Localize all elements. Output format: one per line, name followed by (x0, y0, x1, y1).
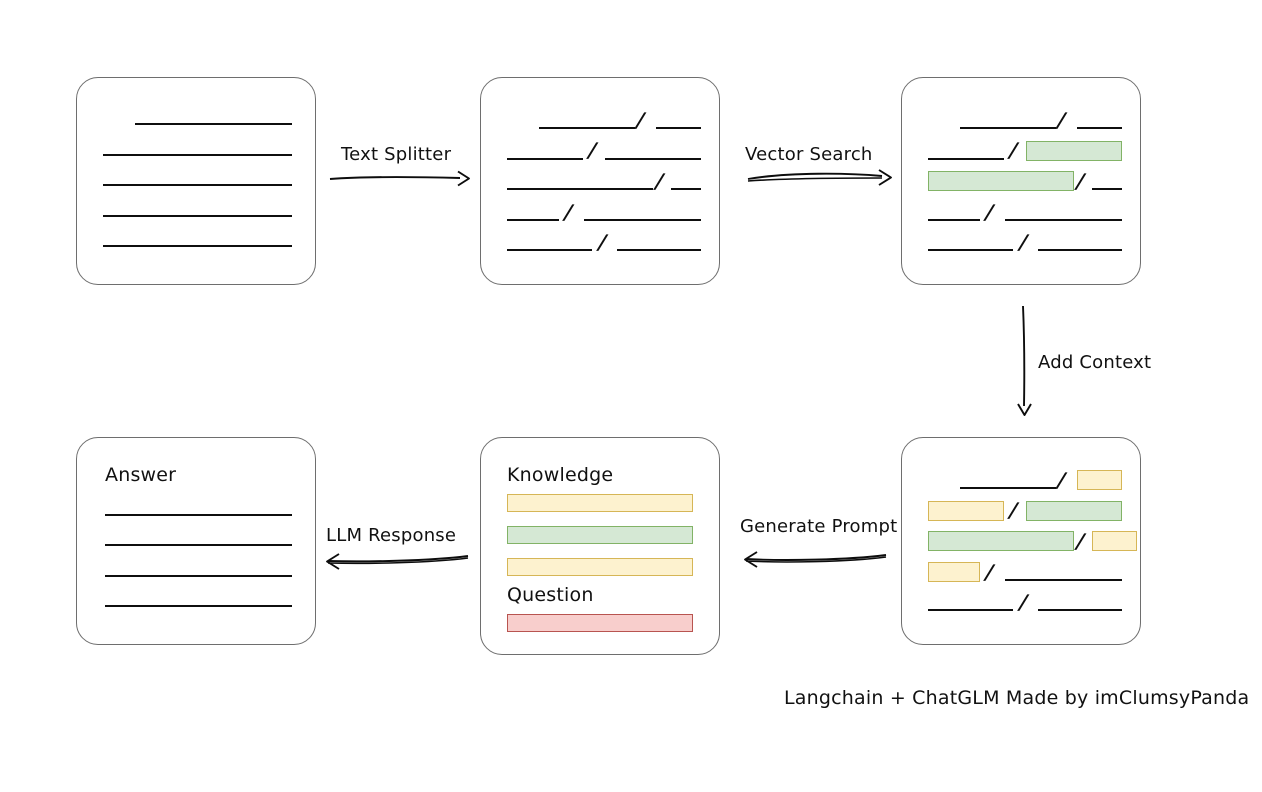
chunk-line (539, 127, 635, 129)
answer-line (105, 605, 292, 607)
edge-label-llm-response: LLM Response (326, 525, 457, 546)
edge-label-text-splitter: Text Splitter (341, 144, 452, 165)
prompt-knowledge-label: Knowledge (507, 464, 614, 486)
chunk-line (671, 188, 701, 190)
node-prompt[interactable]: Knowledge Question (480, 437, 720, 655)
chunk-line (928, 249, 1013, 251)
answer-line (105, 544, 292, 546)
chunk-separator: / (654, 169, 665, 193)
edge-arrow-add-context (1017, 305, 1032, 416)
node-split-document[interactable]: / / / / / / (480, 77, 720, 285)
edge-label-generate-prompt: Generate Prompt (740, 516, 898, 537)
chunk-line (1092, 188, 1122, 190)
matched-chunk-green (928, 171, 1074, 191)
edge-arrow-vector-search (747, 169, 892, 186)
context-chunk-yellow (928, 501, 1004, 521)
document-line (135, 123, 292, 125)
chunk-line (507, 219, 559, 221)
node-vector-matched-document[interactable]: / / / / / (901, 77, 1141, 285)
answer-label: Answer (105, 464, 177, 486)
node-context-document[interactable]: / / / / / (901, 437, 1141, 645)
chunk-separator: / (1018, 230, 1029, 254)
chunk-separator: / (1008, 138, 1019, 162)
chunk-line (928, 219, 980, 221)
node-answer[interactable]: Answer (76, 437, 316, 645)
chunk-line (928, 158, 1004, 160)
prompt-body: Knowledge Question (481, 438, 719, 654)
context-chunk-yellow (1092, 531, 1137, 551)
chunk-line (1038, 249, 1122, 251)
chunk-separator: / (563, 200, 574, 224)
chunk-line (1005, 579, 1122, 581)
chunk-line (507, 249, 592, 251)
knowledge-bar-yellow (507, 494, 693, 512)
chunk-line (1038, 609, 1122, 611)
knowledge-bar-yellow (507, 558, 693, 576)
context-chunk-green (1026, 501, 1122, 521)
vector-matched-body: / / / / / (902, 78, 1140, 284)
edge-arrow-generate-prompt (744, 551, 887, 568)
chunk-separator: / (635, 108, 646, 132)
document-line (103, 245, 292, 247)
edge-label-vector-search: Vector Search (745, 144, 873, 165)
chunk-separator: / (1075, 169, 1086, 193)
source-document-body (77, 78, 315, 284)
document-line (103, 154, 292, 156)
split-document-body: / / / / / / (481, 78, 719, 284)
chunk-line (1077, 127, 1122, 129)
chunk-separator: / (1056, 108, 1067, 132)
prompt-question-label: Question (507, 584, 594, 606)
chunk-line (1005, 219, 1122, 221)
chunk-line (605, 158, 701, 160)
chunk-line (928, 609, 1013, 611)
context-chunk-yellow (928, 562, 980, 582)
chunk-separator: / (1056, 468, 1067, 492)
chunk-line (960, 127, 1056, 129)
chunk-separator: / (1008, 498, 1019, 522)
chunk-separator: / (597, 230, 608, 254)
question-bar-red (507, 614, 693, 632)
chunk-line (507, 158, 583, 160)
edge-label-add-context: Add Context (1038, 352, 1152, 373)
chunk-separator: / (587, 138, 598, 162)
node-source-document[interactable] (76, 77, 316, 285)
edge-arrow-llm-response (326, 553, 469, 570)
chunk-line (960, 487, 1056, 489)
chunk-line (584, 219, 701, 221)
diagram-caption: Langchain + ChatGLM Made by imClumsyPand… (784, 687, 1250, 709)
edge-arrow-text-splitter (329, 170, 470, 187)
context-chunk-yellow (1077, 470, 1122, 490)
chunk-separator: / (984, 200, 995, 224)
knowledge-bar-green (507, 526, 693, 544)
chunk-line (656, 127, 701, 129)
document-line (103, 215, 292, 217)
context-chunk-green (928, 531, 1074, 551)
chunk-separator: / (984, 560, 995, 584)
answer-line (105, 575, 292, 577)
answer-line (105, 514, 292, 516)
chunk-line (617, 249, 701, 251)
chunk-separator: / (1018, 590, 1029, 614)
context-document-body: / / / / / (902, 438, 1140, 644)
document-line (103, 184, 292, 186)
matched-chunk-green (1026, 141, 1122, 161)
chunk-line (507, 188, 653, 190)
chunk-separator: / (1075, 529, 1086, 553)
answer-body: Answer (77, 438, 315, 644)
